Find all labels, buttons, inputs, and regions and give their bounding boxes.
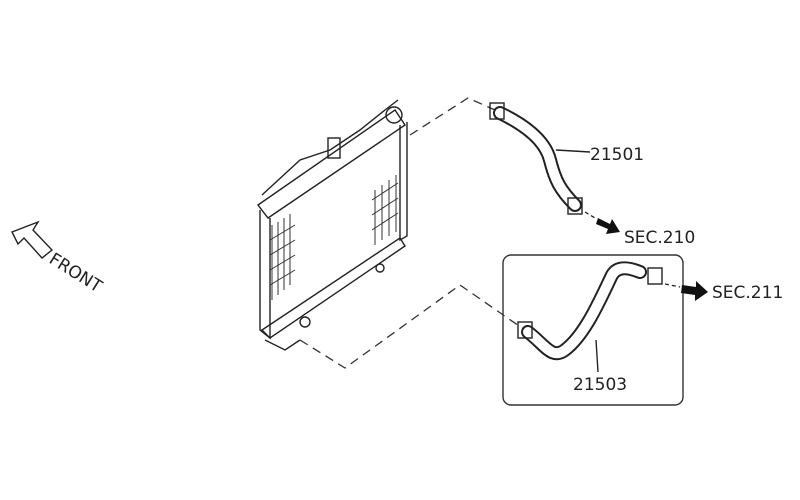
arrow-right-icon — [664, 281, 708, 301]
part-number-21501: 21501 — [590, 145, 644, 165]
upper-radiator-hose[interactable] — [489, 102, 583, 215]
radiator[interactable] — [256, 99, 408, 351]
lower-hose-callout-box — [502, 254, 684, 406]
front-direction-arrow-icon — [11, 220, 54, 259]
arrow-right-icon — [584, 211, 620, 234]
lower-radiator-hose[interactable] — [517, 261, 663, 361]
section-ref-211[interactable]: SEC.211 — [712, 283, 783, 303]
part-number-21503: 21503 — [573, 375, 627, 395]
section-ref-210[interactable]: SEC.210 — [624, 228, 695, 248]
front-label: FRONT — [45, 249, 105, 297]
